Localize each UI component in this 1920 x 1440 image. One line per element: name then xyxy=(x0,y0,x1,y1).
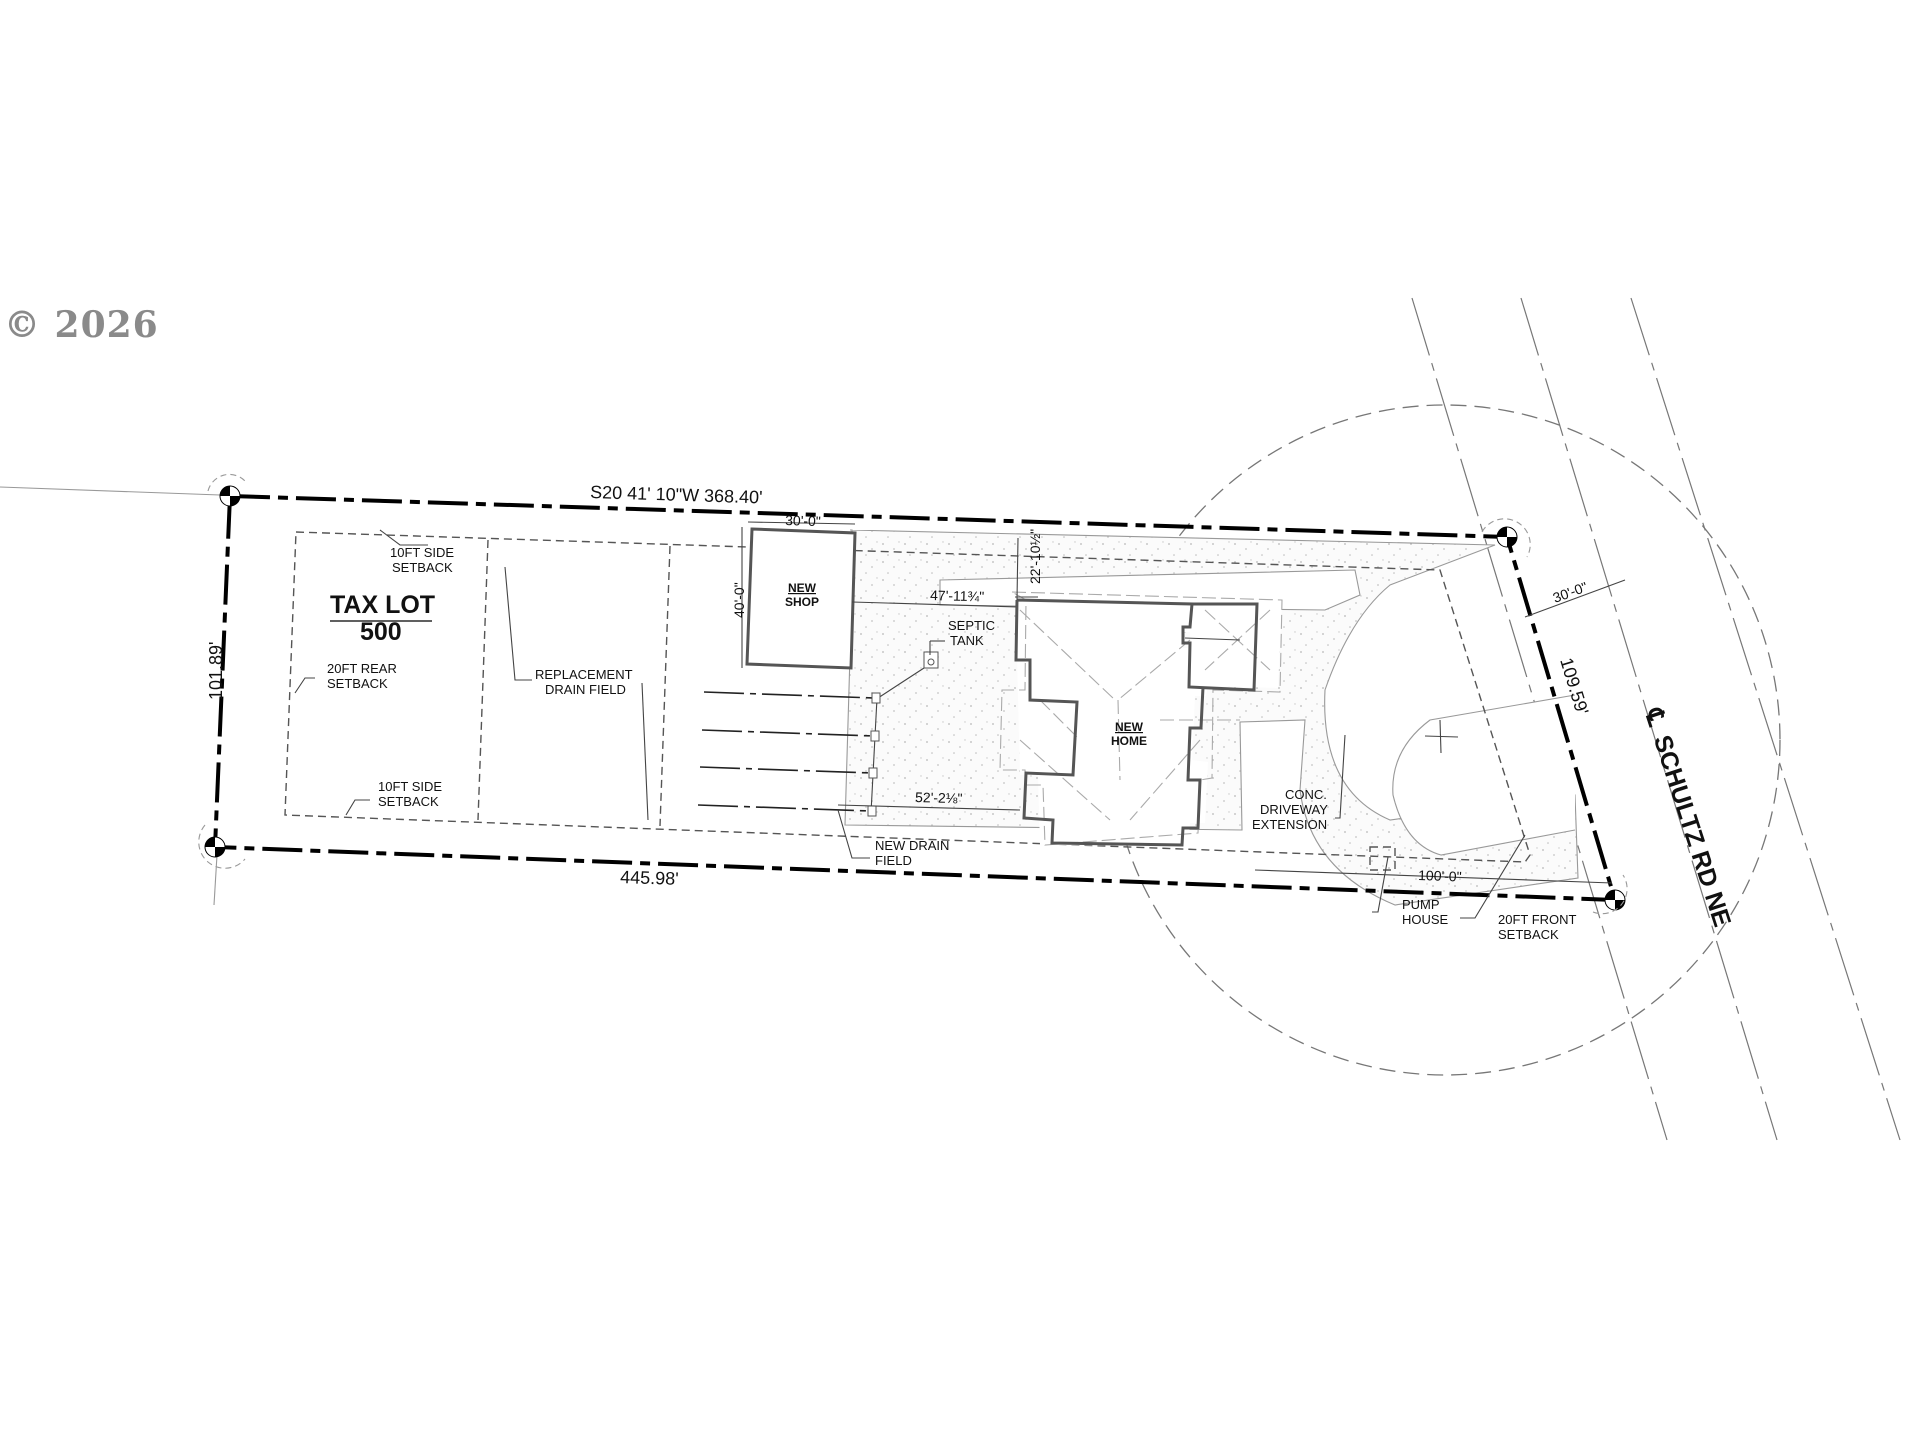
dim-shop-depth: 40'-0" xyxy=(731,582,747,618)
label-driveway-3: EXTENSION xyxy=(1252,817,1327,832)
label-side-setback-top-2: SETBACK xyxy=(392,560,453,575)
setback-lines xyxy=(284,531,1531,863)
label-side-setback-bottom-2: SETBACK xyxy=(378,794,439,809)
label-home: NEW xyxy=(1115,720,1144,734)
leader-arrows xyxy=(294,529,1526,919)
label-septic: SEPTIC xyxy=(948,618,995,633)
centerline-icon: ℄ xyxy=(1639,704,1671,730)
dim-road-offset: 30'-0" xyxy=(1551,579,1590,606)
label-replacement-drain: REPLACEMENT xyxy=(535,667,633,682)
monument-icon-sw xyxy=(198,824,246,869)
monument-icon-ne xyxy=(1481,518,1531,558)
label-side-setback-top: 10FT SIDE xyxy=(390,545,454,560)
dim-drain-to-home: 52'-2⅛" xyxy=(915,789,963,806)
label-rear-setback-2: SETBACK xyxy=(327,676,388,691)
label-new-drain-2: FIELD xyxy=(875,853,912,868)
label-front-setback: 20FT FRONT xyxy=(1498,912,1577,927)
road-name: SCHULTZ RD NE xyxy=(1648,732,1736,930)
road-label: ℄ SCHULTZ RD NE xyxy=(1639,704,1736,930)
dimension-lines xyxy=(837,537,1626,884)
dim-front-offset: 100'-0" xyxy=(1418,867,1462,885)
label-shop-2: SHOP xyxy=(785,595,819,609)
new-shop-building xyxy=(741,521,1021,670)
monument-icon-nw xyxy=(207,473,246,507)
label-rear-setback: 20FT REAR xyxy=(327,661,397,676)
septic-tank xyxy=(877,640,945,699)
label-new-drain: NEW DRAIN xyxy=(875,838,949,853)
monument-icon-se xyxy=(1592,874,1628,915)
new-drain-field xyxy=(697,691,881,817)
copyright-watermark: © 2026 xyxy=(4,304,159,346)
tax-lot-title: TAX LOT xyxy=(330,591,435,619)
boundary-north: S20 41' 10"W 368.40' xyxy=(590,482,763,507)
tax-lot-number: 500 xyxy=(360,618,402,646)
pump-house xyxy=(1369,846,1396,871)
crosshair-icon xyxy=(1424,719,1459,754)
survey-monuments xyxy=(198,473,1628,915)
dim-shop-to-home: 47'-11¾" xyxy=(930,587,985,604)
dim-home-to-north: 22'-10½" xyxy=(1027,529,1043,584)
label-side-setback-bottom: 10FT SIDE xyxy=(378,779,442,794)
label-shop: NEW xyxy=(788,581,817,595)
label-pump-house-2: HOUSE xyxy=(1402,912,1449,927)
label-driveway-2: DRIVEWAY xyxy=(1260,802,1328,817)
dim-shop-width: 30'-0" xyxy=(785,512,821,529)
well-radius-circle xyxy=(1109,404,1781,1076)
label-replacement-drain-2: DRAIN FIELD xyxy=(545,682,626,697)
label-front-setback-2: SETBACK xyxy=(1498,927,1559,942)
label-pump-house: PUMP xyxy=(1402,897,1440,912)
boundary-south: 445.98' xyxy=(620,867,679,889)
label-driveway: CONC. xyxy=(1285,787,1327,802)
boundary-west: 101.89' xyxy=(206,642,226,701)
label-septic-2: TANK xyxy=(950,633,984,648)
extension-line xyxy=(0,486,221,496)
concrete-driveway xyxy=(844,529,1579,906)
extension-line-sw xyxy=(213,854,218,906)
label-home-2: HOME xyxy=(1111,734,1147,748)
